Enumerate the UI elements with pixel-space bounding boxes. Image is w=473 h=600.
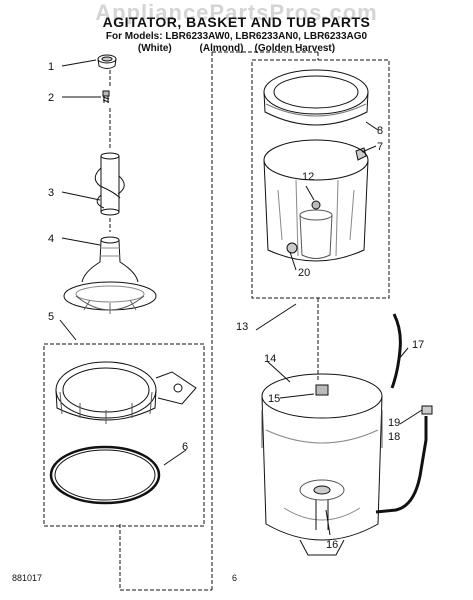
diagram-title: AGITATOR, BASKET AND TUB PARTS <box>102 14 371 30</box>
models-line: For Models: LBR6233AW0, LBR6233AN0, LBR6… <box>105 31 368 42</box>
footer-code: 881017 <box>12 573 43 583</box>
callout-16: 16 <box>326 539 338 551</box>
watermark: AppliancePartsPros.com <box>95 0 378 25</box>
callout-8: 8 <box>377 125 383 137</box>
basket[interactable] <box>263 139 369 262</box>
part-15-nut[interactable] <box>315 384 329 396</box>
callout-17: 17 <box>412 339 424 351</box>
part-5-ring-assembly[interactable] <box>55 361 197 424</box>
connector-dashed-lines <box>119 51 319 591</box>
part-2-bolt[interactable] <box>102 90 110 103</box>
colors-line: (White) (Almond) (Golden Harvest) <box>137 43 336 54</box>
callout-3: 3 <box>48 187 54 199</box>
part-16-drain-fitting[interactable] <box>313 485 331 530</box>
callout-5: 5 <box>48 311 54 323</box>
callout-13: 13 <box>236 321 248 333</box>
callout-20: 20 <box>298 267 310 279</box>
callout-7: 7 <box>377 141 383 153</box>
callout-12: 12 <box>302 171 314 183</box>
part-17-hose[interactable] <box>390 313 402 389</box>
callout-4: 4 <box>48 233 54 245</box>
callout-1: 1 <box>48 61 54 73</box>
callout-leaders <box>59 59 423 536</box>
callout-6: 6 <box>182 441 188 453</box>
part-6-seal-ring[interactable] <box>49 445 161 505</box>
callout-18: 18 <box>388 431 400 443</box>
callout-15: 15 <box>268 393 280 405</box>
page-number: 6 <box>232 573 238 583</box>
part-3-agitator-auger[interactable] <box>94 152 125 216</box>
part-14-tub[interactable] <box>261 373 383 556</box>
part-19-clamp[interactable] <box>421 405 433 415</box>
part-4-agitator-base[interactable] <box>63 236 157 314</box>
part-5-group-box <box>43 343 205 527</box>
part-1-agitator-cap[interactable] <box>97 54 117 69</box>
part-8-balance-ring[interactable] <box>263 69 369 126</box>
part-13-group-box <box>251 59 390 299</box>
callout-14: 14 <box>264 353 276 365</box>
part-18-drain-hose[interactable] <box>375 416 428 514</box>
callout-19: 19 <box>388 417 400 429</box>
callout-2: 2 <box>48 92 54 104</box>
